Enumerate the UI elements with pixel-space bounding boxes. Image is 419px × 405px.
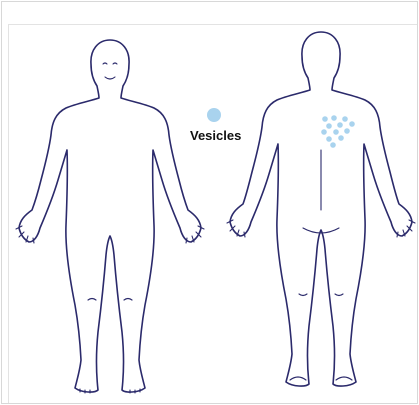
vesicle <box>326 136 332 142</box>
back-right-knee <box>335 294 343 296</box>
vesicle <box>330 142 336 148</box>
vesicle-legend-label: Vesicles <box>190 128 241 143</box>
vesicle <box>331 115 337 121</box>
back-figure <box>227 32 415 386</box>
vesicle <box>333 129 339 135</box>
vesicle <box>326 123 332 129</box>
vesicle <box>344 128 350 134</box>
front-right-eye <box>113 63 117 64</box>
vesicle-cluster <box>321 115 355 148</box>
vesicle <box>337 122 343 128</box>
front-figure-outline <box>19 40 201 392</box>
vesicle <box>322 116 328 122</box>
vesicle <box>338 135 344 141</box>
front-left-eye <box>103 63 107 64</box>
back-left-knee <box>299 294 307 296</box>
vesicle <box>342 116 348 122</box>
back-left-heel <box>290 377 306 380</box>
back-right-heel <box>336 377 352 380</box>
front-left-knee <box>88 299 96 301</box>
vesicle <box>349 121 355 127</box>
front-mouth <box>105 77 115 79</box>
front-figure <box>16 40 204 393</box>
vesicle-legend-marker <box>207 108 221 122</box>
vesicle <box>321 129 327 135</box>
front-right-knee <box>124 299 132 301</box>
